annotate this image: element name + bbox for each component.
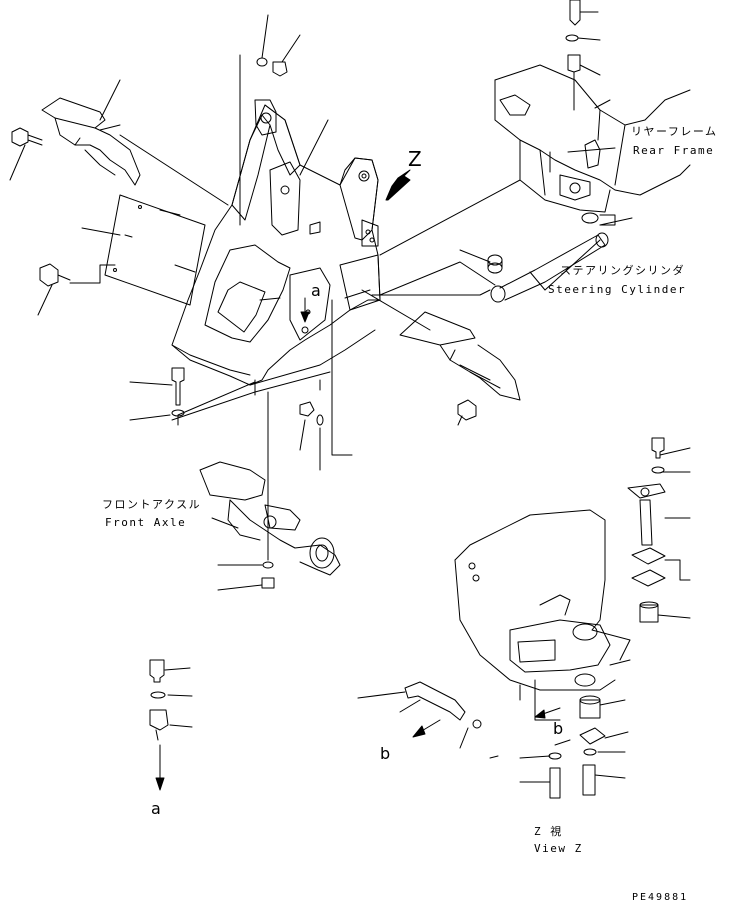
steering-cylinder-label-jp: ステアリングシリンダ [560, 264, 685, 277]
front-axle-label: Front Axle [105, 516, 187, 529]
leader-lines [9, 11, 691, 783]
front-frame [171, 99, 381, 396]
reference-z: Z [408, 147, 422, 171]
bolt-left-lower [39, 263, 71, 287]
view-z-link [404, 681, 482, 729]
direction-arrows [300, 169, 561, 738]
bolt-left-upper [11, 127, 43, 147]
left-cover-plate [104, 194, 206, 306]
rear-frame [494, 64, 691, 213]
left-step [41, 97, 141, 186]
lower-left-parts [149, 659, 169, 791]
bolt-step-right [457, 399, 477, 426]
bushing-cylinder [487, 254, 503, 274]
view-z-parts [548, 437, 666, 799]
reference-a-bottom: a [151, 799, 161, 818]
steering-cylinder-label: Steering Cylinder [548, 283, 687, 296]
view-z-label: View Z [534, 842, 583, 855]
mid-bolts [171, 367, 324, 426]
reference-b-left: b [380, 744, 391, 763]
rear-frame-label: Rear Frame [633, 144, 715, 157]
reference-a-top: a [311, 281, 321, 300]
axle-fasteners [261, 561, 275, 589]
drawing-code: PE49881 [632, 892, 689, 903]
right-step [399, 311, 521, 401]
front-axle-label-jp: フロントアクスル [102, 498, 202, 511]
view-z-label-jp: Z 視 [534, 825, 563, 838]
view-z-frame [454, 509, 631, 691]
rear-frame-label-jp: リヤーフレーム [631, 125, 718, 138]
front-axle [199, 461, 341, 576]
reference-b-right: b [553, 719, 564, 738]
steering-cylinder [490, 232, 609, 303]
